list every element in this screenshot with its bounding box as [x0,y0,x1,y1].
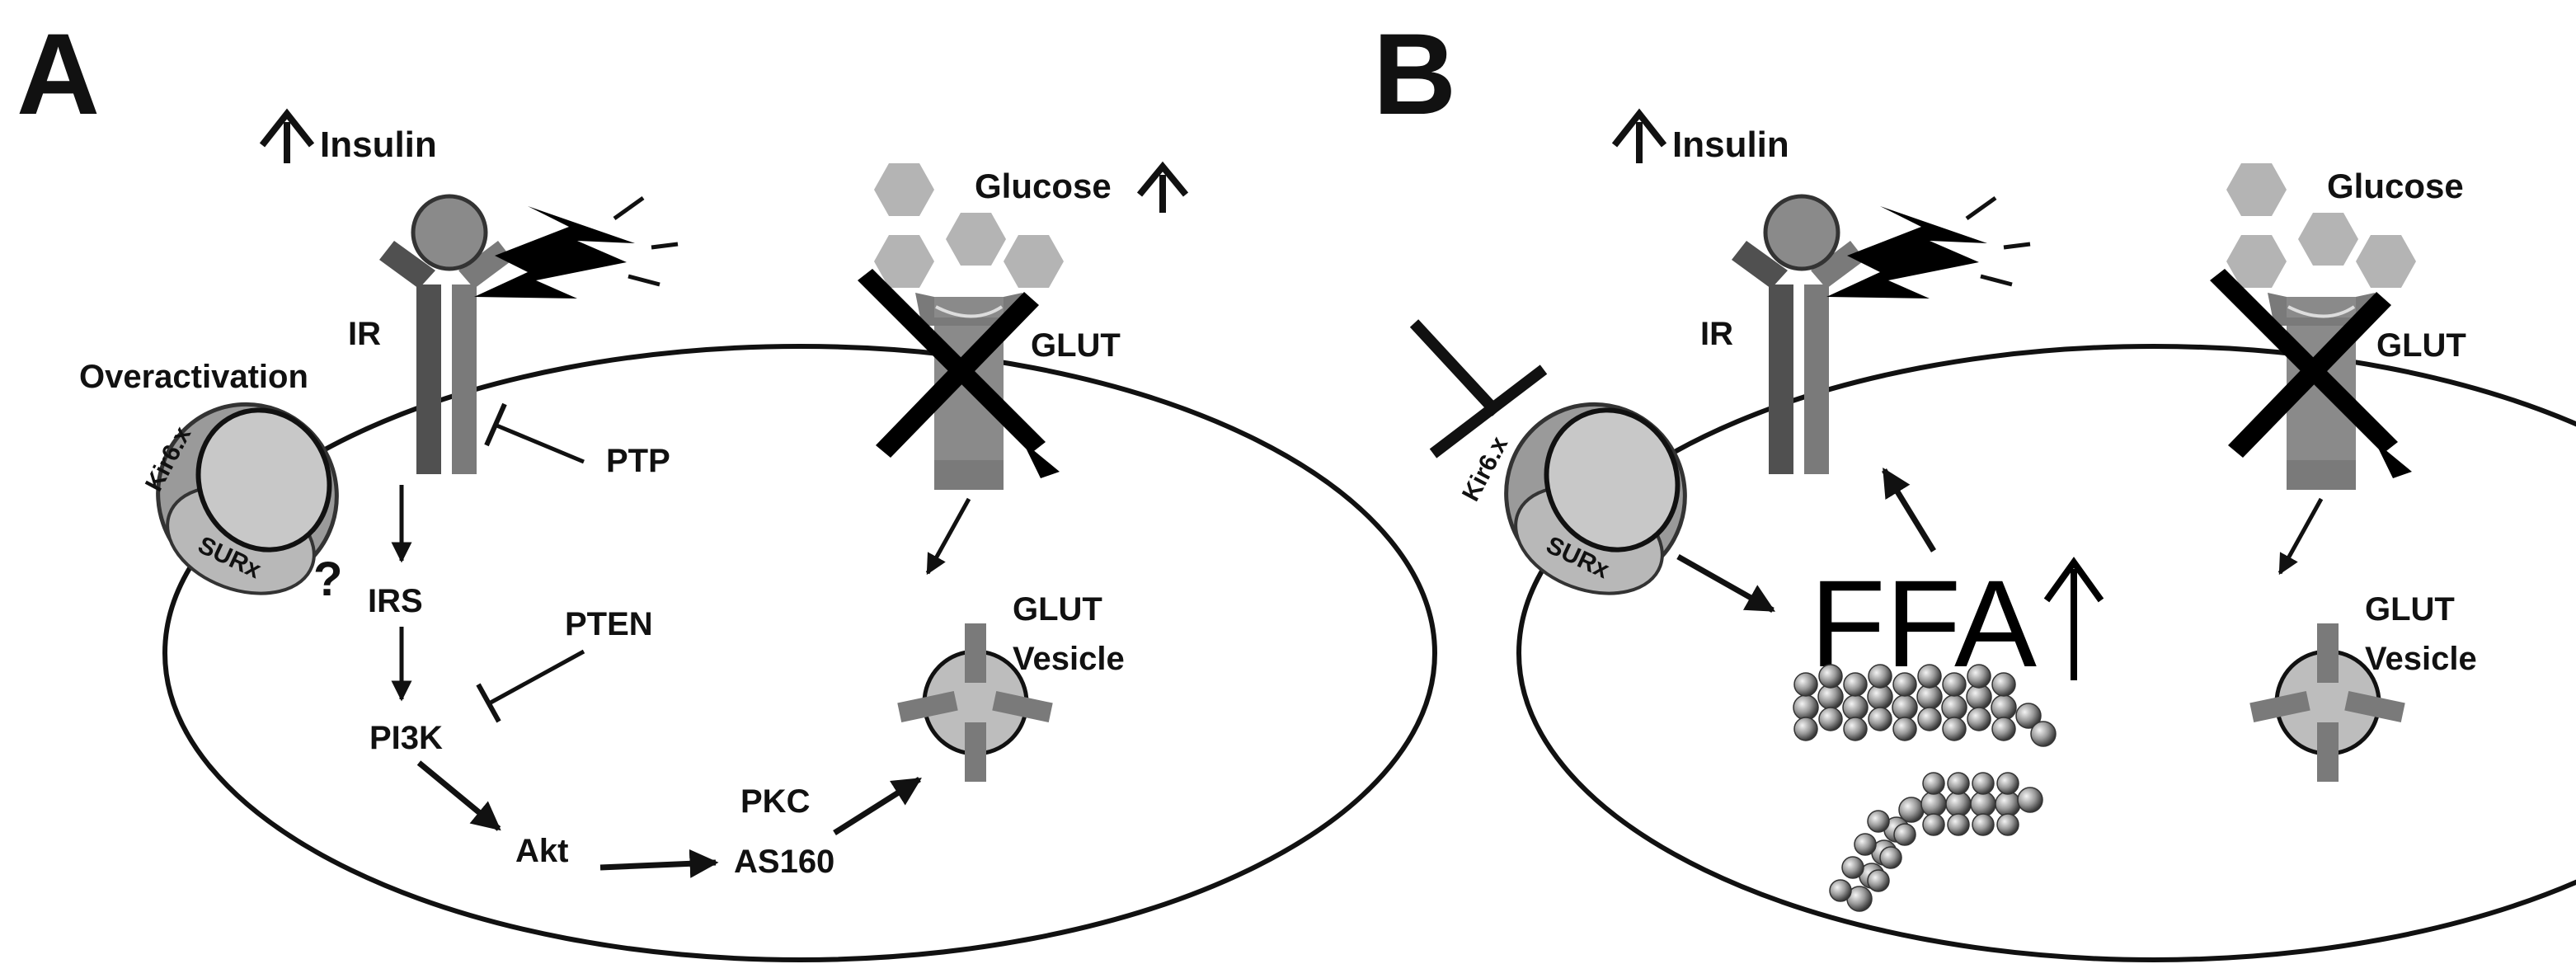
panel-a-pi3k-label: PI3K [369,720,443,756]
panel-b-vesicle-label-line2: Vesicle [2365,641,2477,677]
panel-a-glucose-up-arrow-icon [1136,161,1189,213]
panel-a-arrow-pi3k-akt [416,760,501,831]
panel-b-glut-label: GLUT [2376,327,2466,364]
panel-a-vesicle-label-line1: GLUT [1013,591,1102,628]
panel-a-overactivation-label: Overactivation [79,359,308,395]
panel-b-katp-channel-icon [1504,402,1687,595]
panel-b-arrow-glut-vesicle [2278,497,2324,576]
glucose-molecule-icon [2226,235,2287,288]
panel-a-cell-membrane [162,344,1437,962]
panel-a-pten-inhibition-line [489,649,585,705]
glucose-molecule-icon [1004,235,1064,288]
glucose-molecule-icon [2226,163,2287,216]
panel-a-insulin-up-arrow-icon [259,108,315,163]
panel-b-arrow-katp-ffa [1676,553,1776,614]
panel-a-pten-inhibition-bar [476,683,501,723]
panel-b-letter: B [1373,9,1456,139]
panel-b-glucose-molecules [2226,163,2416,288]
panel-a-irs-label: IRS [368,583,423,619]
panel-a-arrow-akt-as160 [599,849,719,878]
panel-a-ir-label: IR [348,316,381,352]
panel-b-ir-label: IR [1700,316,1733,352]
panel-a-pten-label: PTEN [565,606,653,642]
panel-a: A Insulin IR PTP IRS [16,9,1437,962]
panel-a-as160-label: AS160 [734,844,834,880]
glucose-molecule-icon [874,235,934,288]
panel-a-insulin-receptor-icon [379,194,513,474]
panel-b-cell-membrane [1516,344,2576,962]
panel-a-ptp-label: PTP [606,443,670,479]
panel-b-ffa-up-arrow-icon [2043,557,2104,680]
panel-a-insulin-label: Insulin [320,125,437,165]
panel-b-glucose-label: Glucose [2327,167,2464,205]
panel-a-akt-label: Akt [515,833,568,869]
panel-b-insulin-receptor-icon [1732,194,1865,474]
panel-a-question-mark: ? [313,552,342,606]
panel-b-glut-blocked-x-icon [2210,269,2412,478]
panel-a-arrow-as160-vesicle [833,777,922,835]
panel-b-vesicle-label-line1: GLUT [2365,591,2455,628]
panel-a-arrow-glut-vesicle [925,497,971,576]
panel-b-arrow-ffa-ir [1882,468,1936,552]
panel-a-pkc-label: PKC [740,783,810,820]
panel-b-fatty-acid-molecule-icon [1829,772,2043,912]
glucose-molecule-icon [874,163,934,216]
panel-b-insulin-label: Insulin [1672,125,1789,165]
panel-a-lightning-bolt-icon [474,195,679,299]
panel-a-glut-vesicle-icon [897,623,1053,782]
panel-b-lightning-bolt-icon [1826,195,2031,299]
panel-b-kir-inhibition-icon [1409,319,1548,458]
panel-a-glut-label: GLUT [1031,327,1121,364]
panel-b: B Insulin IR Kir6.x SURx [1373,9,2576,962]
panel-a-letter: A [16,9,100,139]
glucose-molecule-icon [946,213,1006,266]
panel-a-glucose-molecules [874,163,1064,288]
panel-a-katp-channel-icon [156,402,339,595]
panel-b-insulin-up-arrow-icon [1611,108,1667,163]
panel-b-fatty-acid-molecule-icon [1793,664,2057,747]
panel-b-glut-vesicle-icon [2249,623,2405,782]
panel-a-glut-blocked-x-icon [858,269,1060,478]
panel-a-ptp-inhibition-line [494,422,585,464]
glucose-molecule-icon [2356,235,2416,288]
panel-a-vesicle-label-line2: Vesicle [1013,641,1125,677]
glucose-molecule-icon [2298,213,2358,266]
panel-a-glucose-label: Glucose [975,167,1112,205]
panel-a-ptp-inhibition-bar [484,402,507,447]
